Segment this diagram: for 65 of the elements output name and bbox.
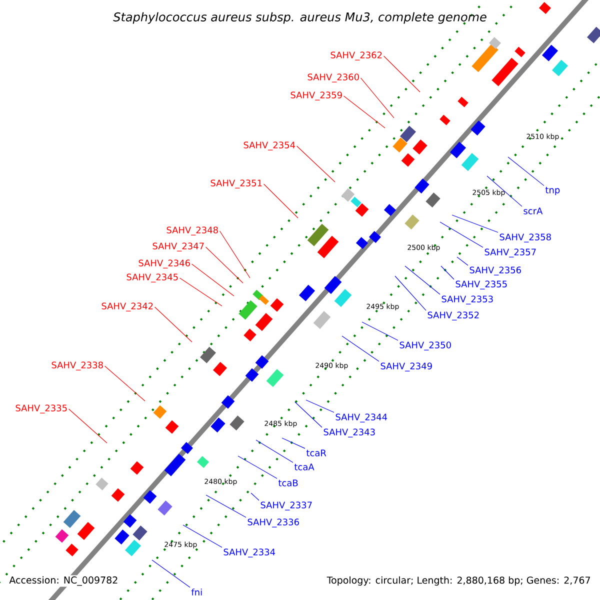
leader-line [508, 156, 544, 186]
gene-label: SAHV_2349 [380, 362, 432, 372]
gene-label: SAHV_2354 [244, 142, 296, 150]
leader-line [68, 408, 108, 444]
accession-label: Accession: NC_009782 [8, 575, 120, 587]
gene-label: SAHV_2347 [152, 242, 204, 252]
leader-line [152, 560, 190, 588]
gene-label: SAHV_2350 [400, 342, 451, 350]
gene-label: SAHV_2335 [16, 404, 67, 414]
leader-line [342, 336, 380, 362]
leader-line [154, 306, 192, 342]
gene-label: SAHV_2356 [470, 266, 521, 276]
leader-line [182, 524, 222, 548]
leader-line [440, 266, 454, 280]
leader-line [360, 78, 394, 118]
leader-line [383, 56, 420, 92]
topology-label: Topology: circular; Length: 2,880,168 bp; Genes: 2,767 [326, 575, 592, 587]
gene-label: SAHV_2352 [428, 312, 479, 320]
gene-label: SAHV_2338 [52, 362, 103, 370]
gene-label: SAHV_2351 [210, 180, 262, 188]
leader-line [104, 366, 146, 402]
leader-line [294, 402, 322, 428]
gene-label: scrA [524, 208, 543, 214]
gene-label: SAHV_2355 [456, 280, 507, 290]
gene-label: SAHV_2337 [260, 502, 312, 510]
leader-line [179, 278, 222, 306]
leader-line [362, 322, 398, 341]
gene-label: SAHV_2345 [126, 274, 178, 282]
gene-label: SAHV_2344 [336, 414, 388, 422]
gene-label: SAHV_2343 [324, 428, 375, 438]
gene-label: fni [191, 588, 202, 596]
leader-line [343, 96, 386, 128]
leader-line [238, 456, 278, 479]
leader-line [191, 264, 234, 296]
leader-line [282, 438, 306, 449]
gene-label: tcaR [306, 450, 326, 456]
leader-line [440, 222, 484, 248]
leader-line [404, 266, 440, 295]
gene-label: SAHV_2348 [166, 226, 218, 236]
leader-line [486, 176, 522, 207]
leader-line [456, 256, 468, 266]
leader-line [205, 246, 244, 284]
leader-line [256, 440, 294, 463]
gene-label: SAHV_2342 [102, 302, 153, 312]
gene-label: tcaB [278, 480, 298, 486]
gene-label: tnp [545, 186, 560, 196]
gene-label: SAHV_2360 [308, 74, 359, 82]
gene-label: tcaA [294, 464, 314, 470]
leader-line [263, 184, 298, 218]
gene-label: SAHV_2353 [442, 296, 493, 304]
leader-line [394, 276, 426, 311]
gene-label: SAHV_2362 [330, 52, 382, 60]
gene-label: SAHV_2336 [248, 518, 299, 528]
leader-line [306, 400, 334, 413]
gene-label: SAHV_2358 [500, 234, 551, 242]
title: Staphylococcus aureus subsp. aureus Mu3, complete genome [113, 12, 486, 24]
leader-line [452, 214, 498, 233]
leader-line [219, 230, 250, 278]
gene-label: SAHV_2346 [138, 260, 190, 268]
leader-line [296, 146, 336, 182]
gene-label: SAHV_2334 [224, 548, 276, 558]
leader-line [206, 494, 246, 518]
gene-label: SAHV_2359 [290, 92, 342, 100]
leader-line [250, 492, 260, 501]
gene-label: SAHV_2357 [484, 248, 536, 258]
